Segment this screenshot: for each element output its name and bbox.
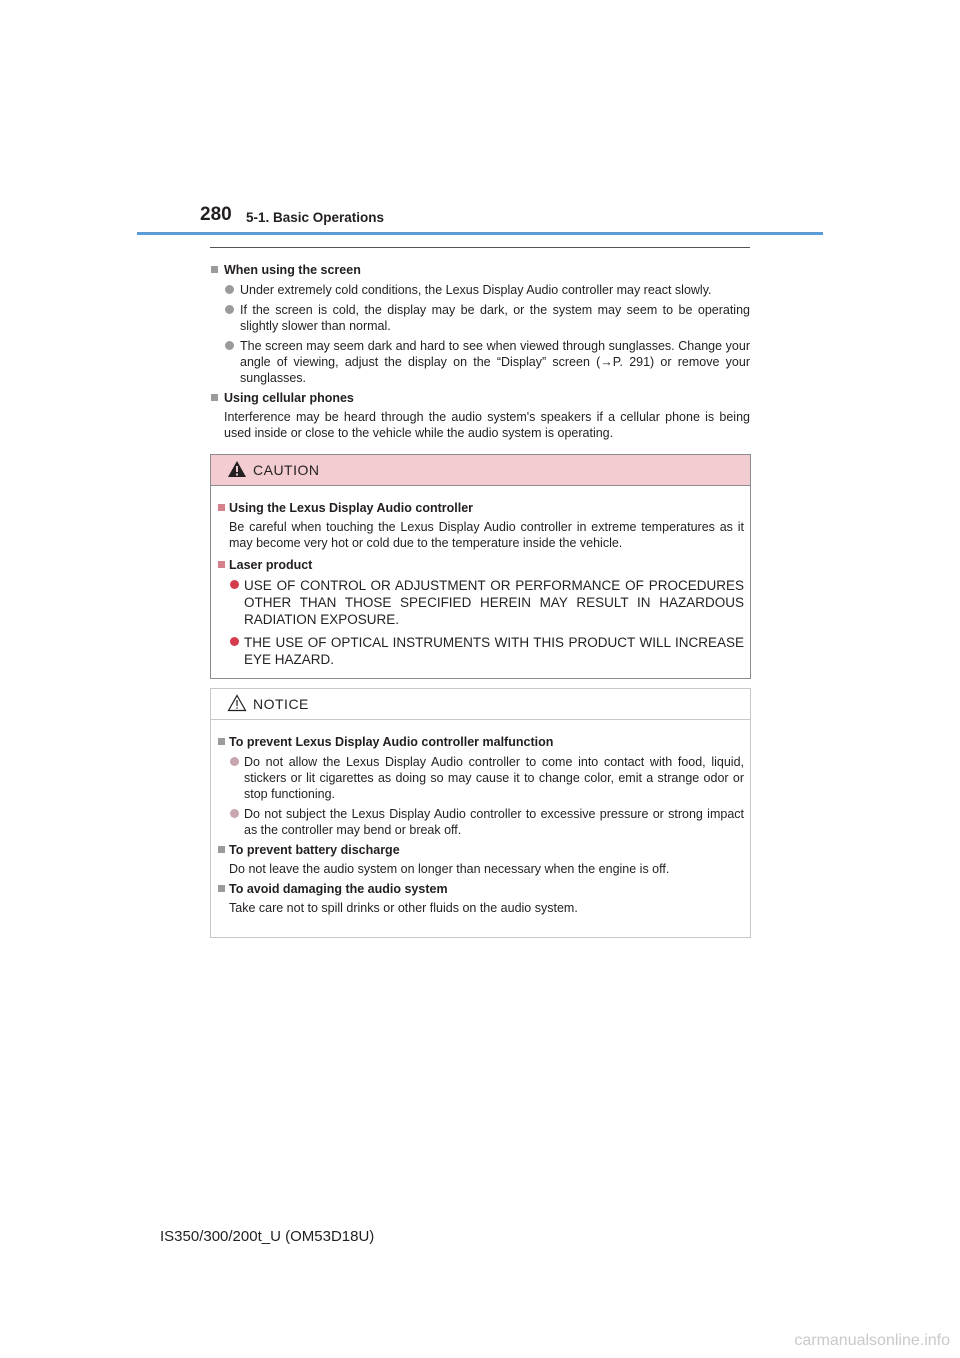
warning-triangle-icon [228,461,246,477]
section-heading: Using cellular phones [210,390,750,406]
caution-controller-text: Be careful when touching the Lexus Displ… [229,520,744,550]
caution-body: Using the Lexus Display Audio controller… [211,486,750,668]
divider [210,247,750,248]
circle-bullet-icon [230,580,239,589]
section-heading: To prevent Lexus Display Audio controlle… [217,734,744,750]
page-number: 280 [200,204,232,225]
circle-bullet-icon [230,757,239,766]
caution-title: CAUTION [253,462,320,478]
list-item: Do not allow the Lexus Display Audio con… [217,754,744,802]
notice-body: To prevent Lexus Display Audio controlle… [211,720,750,916]
phones-heading: Using cellular phones [224,391,354,405]
list-item: Under extremely cold conditions, the Lex… [210,282,750,298]
notice-header: NOTICE [211,689,750,720]
square-bullet-icon [211,394,218,401]
notice-box: NOTICE To prevent Lexus Display Audio co… [210,688,751,938]
circle-bullet-icon [230,637,239,646]
square-bullet-icon [218,885,225,892]
screen-heading: When using the screen [224,263,361,277]
circle-bullet-icon [225,285,234,294]
section-title: 5-1. Basic Operations [246,210,385,225]
list-item: USE OF CONTROL OR ADJUSTMENT OR PERFORMA… [217,577,744,628]
list-item: If the screen is cold, the display may b… [210,302,750,334]
battery-text: Do not leave the audio system on longer … [229,862,670,876]
watermark: carmanualsonline.info [794,1332,950,1349]
section-heading: Using the Lexus Display Audio controller [217,500,744,516]
body-text: When using the screen Under extremely co… [210,258,750,441]
section-heading: To avoid damaging the audio system [217,881,744,897]
phones-text: Interference may be heard through the au… [224,410,750,440]
caution-box: CAUTION Using the Lexus Display Audio co… [210,454,751,679]
model-footer: IS350/300/200t_U (OM53D18U) [160,1228,375,1245]
circle-bullet-icon [230,809,239,818]
caution-header: CAUTION [211,455,750,486]
square-bullet-icon [218,561,225,568]
section-heading: When using the screen [210,262,750,278]
damage-text: Take care not to spill drinks or other f… [229,901,578,915]
list-item: The screen may seem dark and hard to see… [210,338,750,386]
header-rule [137,232,823,235]
circle-bullet-icon [225,305,234,314]
square-bullet-icon [211,266,218,273]
circle-bullet-icon [225,341,234,350]
warning-triangle-icon [227,694,247,712]
notice-title: NOTICE [253,696,309,712]
list-item: THE USE OF OPTICAL INSTRUMENTS WITH THIS… [217,634,744,668]
square-bullet-icon [218,846,225,853]
section-heading: To prevent battery discharge [217,842,744,858]
list-item: Do not subject the Lexus Display Audio c… [217,806,744,838]
square-bullet-icon [218,504,225,511]
square-bullet-icon [218,738,225,745]
section-heading: Laser product [217,557,744,573]
